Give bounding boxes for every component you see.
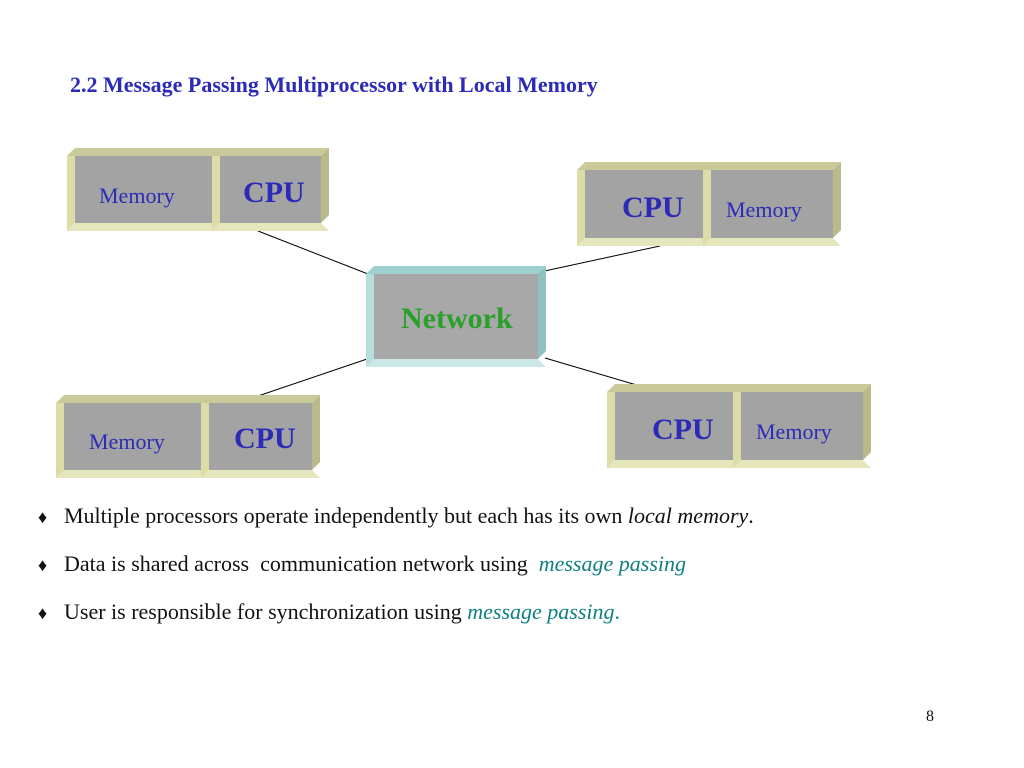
node-2-memory-label: Memory bbox=[726, 197, 802, 222]
network-box bbox=[366, 266, 546, 367]
bullet-emphasis: message passing bbox=[467, 599, 615, 624]
bullet-item: ♦ Multiple processors operate independent… bbox=[38, 503, 754, 529]
bullet-item: ♦ Data is shared across communication net… bbox=[38, 551, 686, 577]
bullet-emphasis: message passing bbox=[538, 551, 686, 576]
node-2-cpu-label: CPU bbox=[622, 191, 684, 224]
node-4-cpu-label: CPU bbox=[652, 413, 714, 446]
diamond-bullet-icon: ♦ bbox=[38, 555, 48, 575]
link-top-right bbox=[539, 245, 661, 273]
bullet-text: Multiple processors operate independentl… bbox=[64, 503, 628, 528]
network-label: Network bbox=[401, 302, 513, 335]
bullet-text: Data is shared across communication netw… bbox=[64, 551, 539, 576]
node-3-cpu-box bbox=[201, 395, 320, 478]
bullet-suffix: . bbox=[748, 503, 754, 528]
node-1-memory-box bbox=[67, 148, 221, 231]
page-number: 8 bbox=[926, 708, 934, 725]
bullet-item: ♦ User is responsible for synchronization… bbox=[38, 599, 620, 625]
node-4-cpu-box bbox=[607, 384, 741, 468]
node-1-cpu-box bbox=[212, 148, 329, 231]
link-bottom-left bbox=[257, 357, 371, 397]
slide-title: 2.2 Message Passing Multiprocessor with … bbox=[70, 72, 598, 97]
bullet-emphasis: local memory bbox=[627, 503, 749, 528]
bullet-text: User is responsible for synchronization … bbox=[64, 599, 468, 624]
node-1-memory-label: Memory bbox=[99, 183, 175, 208]
diamond-bullet-icon: ♦ bbox=[38, 507, 48, 527]
node-1-cpu-label: CPU bbox=[243, 176, 305, 209]
node-2-memory-box bbox=[703, 162, 841, 246]
node-3-cpu-label: CPU bbox=[234, 422, 296, 455]
node-4-memory-label: Memory bbox=[756, 419, 832, 444]
node-4-memory-box bbox=[733, 384, 871, 468]
diamond-bullet-icon: ♦ bbox=[38, 603, 48, 623]
node-3-memory-label: Memory bbox=[89, 429, 165, 454]
link-top-left bbox=[257, 230, 369, 275]
link-bottom-right bbox=[544, 357, 641, 387]
bullet-suffix: . bbox=[614, 599, 621, 624]
